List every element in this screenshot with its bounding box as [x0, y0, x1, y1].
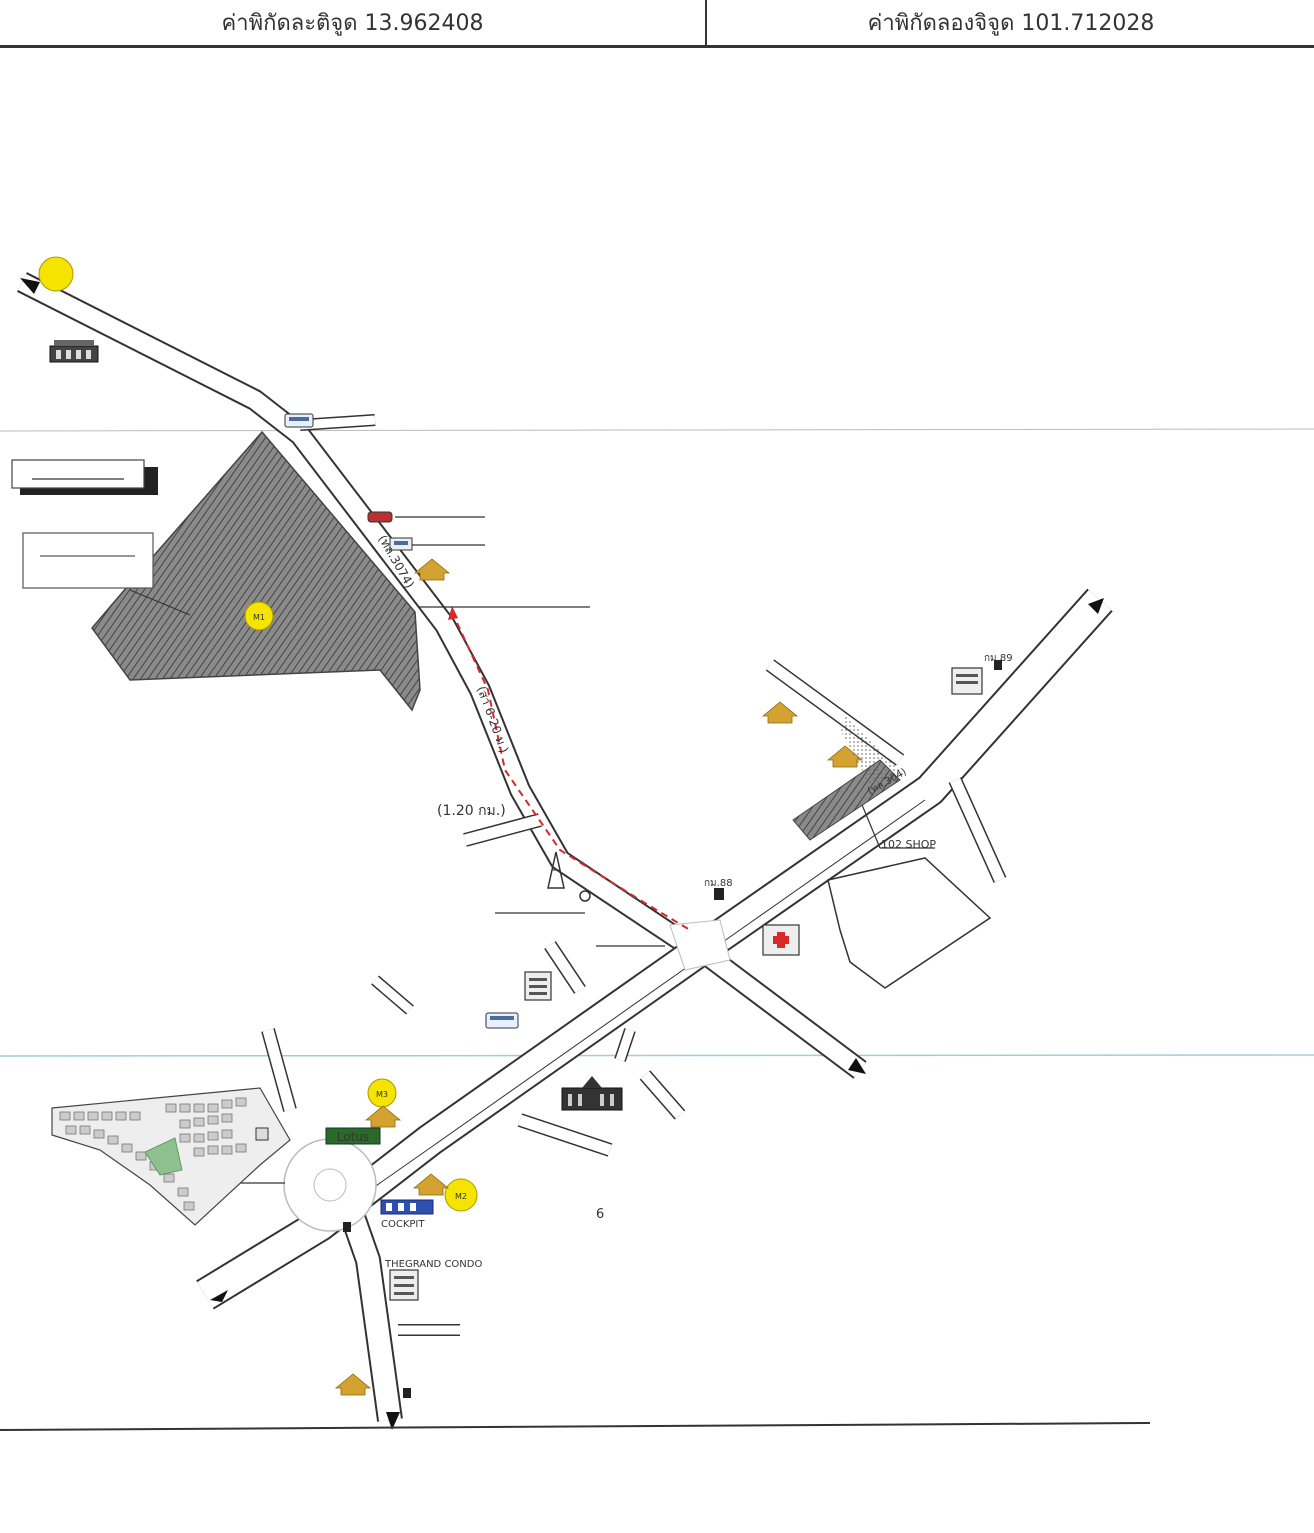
map-baseline	[0, 1422, 1151, 1431]
lotus-store-icon: Lotus	[325, 1127, 381, 1145]
road-southeast-fill	[694, 942, 866, 1078]
hospital-icon	[762, 924, 800, 956]
side-road-fill	[262, 1028, 296, 1112]
direction-arrows	[20, 278, 1104, 1430]
house-icon	[413, 558, 451, 581]
side-road-fill	[766, 660, 904, 765]
header-divider	[705, 0, 707, 45]
arrow-northwest	[20, 278, 40, 294]
house-icon	[364, 1105, 402, 1128]
legend-box-2	[22, 532, 154, 589]
fuel-station-icon	[389, 537, 413, 551]
house-icons	[334, 558, 864, 1396]
legend-frame	[22, 532, 154, 589]
dotted-area	[840, 715, 905, 785]
side-road-fill	[640, 1071, 685, 1119]
route-line	[451, 611, 691, 931]
landmark-m2: M2	[444, 1178, 478, 1212]
estate-park	[144, 1137, 183, 1176]
landmark-m2-circle	[444, 1178, 478, 1212]
side-road-fill	[949, 777, 1006, 883]
office-building-icon	[951, 667, 983, 695]
government-building-icon	[49, 340, 99, 363]
road-northwest-fill	[17, 273, 685, 948]
house-icon	[826, 745, 864, 768]
number-label: 6	[596, 1207, 604, 1222]
estate-building	[255, 1127, 269, 1141]
roundabout-center	[313, 1168, 347, 1202]
legend-frame	[11, 459, 145, 489]
plot-outline	[827, 857, 992, 989]
landmark-m1-circle	[244, 601, 274, 631]
landmark-m1-label: M1	[253, 613, 265, 622]
arrow-northeast	[1088, 598, 1104, 614]
landmark-m1: M1	[244, 601, 274, 631]
intersection	[669, 919, 731, 971]
office-building-icon	[524, 971, 552, 1001]
side-road-fill	[615, 1028, 635, 1062]
side-road-fill	[463, 814, 542, 846]
side-road-fill	[518, 1114, 612, 1156]
landmark-m3-label: M3	[376, 1090, 388, 1099]
coordinate-header: ค่าพิกัดละติจูด 13.962408 ค่าพิกัดลองจิจ…	[0, 0, 1314, 48]
house-icon	[334, 1373, 372, 1396]
marker-start	[38, 256, 74, 292]
arrow-south	[386, 1412, 400, 1430]
school-building-icon	[561, 1076, 623, 1111]
shop-label: 102 SHOP	[881, 838, 936, 851]
car-icon	[367, 511, 393, 523]
house-icon	[412, 1173, 450, 1196]
side-road-fill	[372, 976, 413, 1014]
radio-tower-icon	[547, 851, 565, 889]
bus-icon	[485, 1012, 519, 1029]
house-icon	[761, 701, 799, 724]
housing-estate	[51, 1087, 291, 1226]
bus-icon	[284, 413, 314, 428]
cockpit-shop-icon	[380, 1199, 434, 1215]
building-icons: Lotus	[49, 340, 1002, 1398]
estate-grid	[59, 1097, 247, 1211]
milestone-icon	[343, 660, 1002, 1398]
longitude-label: ค่าพิกัดลองจิจูด 101.712028	[867, 11, 1155, 36]
condo-label: THEGRAND CONDO	[384, 1259, 482, 1270]
condo-building-icon	[389, 1269, 419, 1301]
km-marker-label: กม.89	[984, 653, 1013, 664]
legend-box-1	[11, 459, 158, 495]
leader-line	[859, 799, 881, 849]
highway-fill	[197, 589, 1112, 1308]
well-icon	[579, 890, 591, 902]
route-arrow	[448, 606, 458, 620]
latitude-label: ค่าพิกัดละติจูด 13.962408	[221, 11, 484, 36]
road-distance-label: (1.20 กม.)	[437, 803, 506, 819]
highway-median	[329, 799, 926, 1219]
leader-line	[129, 589, 191, 616]
side-road-fill	[545, 941, 585, 994]
scan-line	[0, 428, 1314, 432]
landmark-m3: M3	[367, 1078, 397, 1108]
km-marker-label: กม.88	[704, 878, 733, 889]
location-map: M1 M3 M2	[0, 256, 1314, 1431]
landmark-m2-label: M2	[455, 1192, 467, 1201]
lotus-store-label: Lotus	[337, 1130, 369, 1144]
cockpit-label: COCKPIT	[381, 1219, 425, 1230]
scan-line	[0, 1054, 1314, 1057]
arrow-southeast	[848, 1058, 866, 1074]
arrow-southwest	[210, 1290, 228, 1302]
